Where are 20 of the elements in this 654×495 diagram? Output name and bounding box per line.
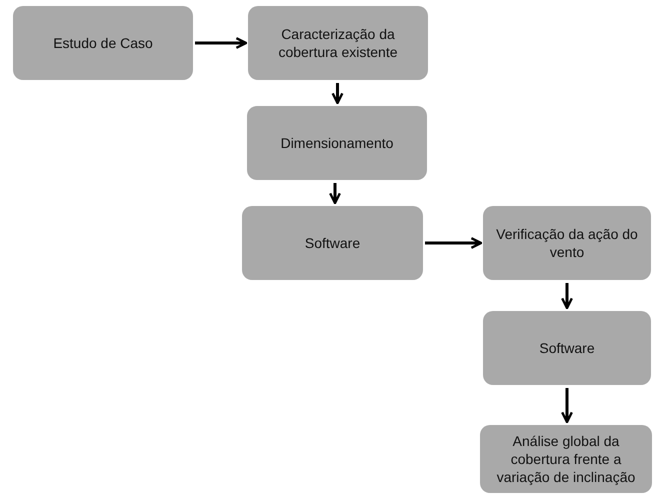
process-box xyxy=(247,106,427,180)
box-label: Verificação da ação do vento xyxy=(495,224,639,262)
box-label: Software xyxy=(539,338,595,358)
arrow xyxy=(561,283,573,310)
process-box xyxy=(483,206,651,280)
arrow xyxy=(195,37,248,49)
arrow xyxy=(561,388,573,424)
box-label: Caracterização da cobertura existente xyxy=(277,24,399,62)
process-box xyxy=(248,6,428,80)
box-label: Software xyxy=(304,234,360,252)
box-label: Análise global da cobertura frente a variação de inclinação xyxy=(496,432,636,486)
box-label: Dimensionamento xyxy=(280,134,394,152)
arrow xyxy=(332,83,344,104)
arrow xyxy=(329,183,341,204)
box-label: Estudo de Caso xyxy=(53,34,153,52)
process-box xyxy=(483,311,651,385)
process-box xyxy=(13,6,193,80)
process-box xyxy=(480,425,652,493)
process-box xyxy=(242,206,423,280)
arrow xyxy=(425,237,482,249)
